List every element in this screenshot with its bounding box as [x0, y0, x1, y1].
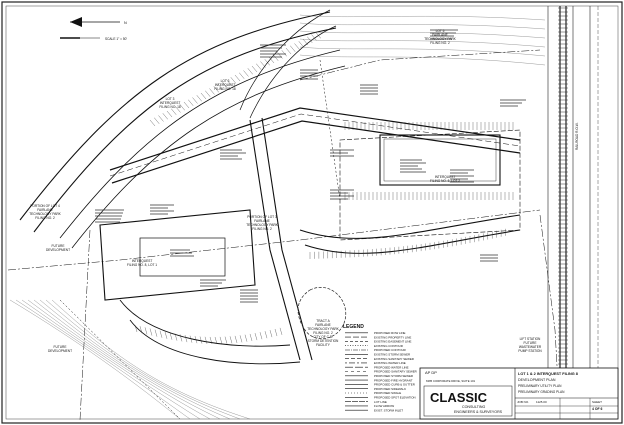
svg-text:N: N [124, 21, 127, 25]
legend-item: EXIST. STORM INLET [374, 408, 403, 412]
annotation-callouts [95, 29, 526, 303]
legend-item: LOT LINE [374, 400, 387, 404]
lot1-building-area [99, 209, 256, 301]
job-value: 1125.00 [536, 400, 547, 404]
sheet-value: 4 OF 6 [592, 407, 602, 411]
project-line-3: PRELIMINARY UTILITY PLAN [518, 384, 562, 388]
curved-road [19, 9, 346, 249]
legend-item: EXISTING SANITARY SEWER [374, 357, 414, 361]
legend-item: FLOW ARROW [374, 404, 394, 408]
project-line-4: PRELIMINARY GRADING PLAN [518, 390, 565, 394]
railroad-corridor [547, 6, 599, 419]
legend-item: PROPOSED CURB & GUTTER [374, 383, 415, 387]
legend-item: PROPOSED SANITARY SEWER [374, 370, 417, 374]
sheet-label: SHEET [592, 400, 602, 404]
legend-item: EXISTING STORM SEWER [374, 353, 410, 357]
firm-logo-box [423, 385, 513, 417]
parking-lot2 [344, 122, 514, 200]
legend-item: PROPOSED ROW LINE [374, 331, 406, 335]
legend-item: EXISTING EASEMENT LINE [374, 340, 411, 344]
lower-drive [119, 214, 521, 365]
utility-lines [7, 49, 561, 421]
legend-item: PROPOSED CONTOUR [374, 348, 406, 352]
firm-sub2: ENGINEERS & SURVEYORS [454, 410, 503, 414]
legend-item: PROPOSED SIDEWALK [374, 387, 406, 391]
detention-pond [297, 287, 347, 339]
legend-item: EXISTING CONTOUR [374, 344, 403, 348]
parking-north [149, 32, 321, 127]
legend-item: EXISTING WATER LINE [374, 361, 406, 365]
firm-sub1: CONSULTING [462, 405, 485, 409]
legend-item: PROPOSED WATER LINE [374, 365, 409, 369]
legend-title: LEGEND [343, 324, 364, 330]
legend-item: EXISTING PROPERTY LINE [374, 335, 411, 339]
project-line-2: DEVELOPMENT PLAN [518, 378, 556, 382]
title-block: CLASSIC CONSULTING ENGINEERS & SURVEYORS… [419, 367, 619, 420]
project-line-1: LOT 1 & 2 INTERQUEST FILING 8 [518, 372, 578, 376]
legend-item: PROPOSED STORM SEWER [374, 374, 413, 378]
legend-item: PROPOSED SPOT ELEVATION [374, 396, 416, 400]
contours [9, 14, 546, 420]
main-roadway [109, 107, 521, 361]
legend-item: PROPOSED FIRE HYDRANT [374, 378, 413, 382]
parking-south [134, 228, 506, 345]
legend-item: PROPOSED SWALE [374, 391, 401, 395]
firm-address: 6385 CORPORATE DRIVE, SUITE 101 [426, 379, 476, 383]
railroad-label: RAILROAD R.O.W. [575, 122, 579, 150]
north-arrow: N SCALE 1" = 50' [60, 17, 127, 41]
sheet-inner-border [5, 5, 619, 420]
firm-name: CLASSIC [430, 390, 488, 405]
ap-label: AP DP [425, 370, 437, 375]
job-label: JOB NO. [517, 400, 529, 404]
scale-text: SCALE 1" = 50' [105, 37, 127, 41]
